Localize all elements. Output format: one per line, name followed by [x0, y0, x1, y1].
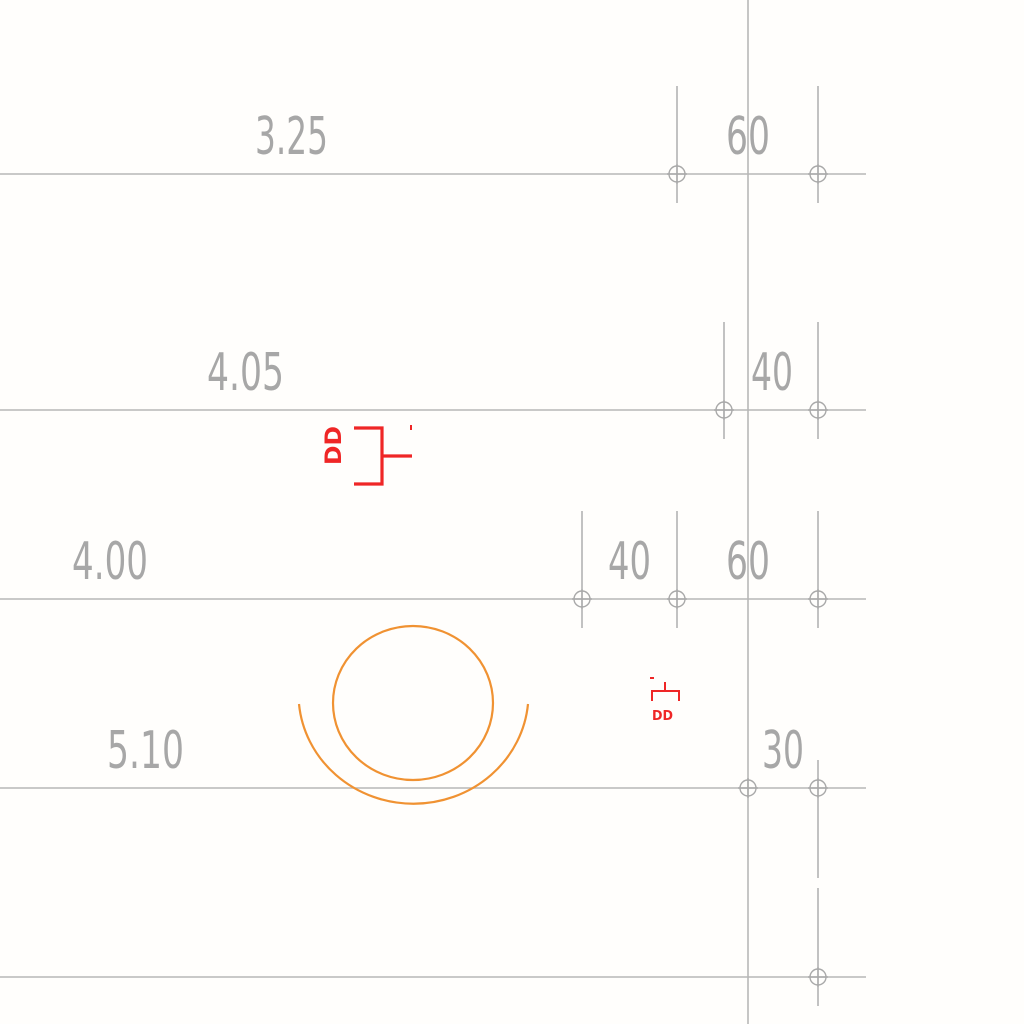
dimension-labels: 3.25 60 4.05 40 4.00 40 60 5.10 30	[72, 107, 804, 781]
dimension-label-5-10: 5.10	[107, 721, 184, 781]
upper-red-symbol: DD	[322, 425, 412, 486]
outer-orange-arc	[297, 703, 530, 805]
orange-circle-symbol	[297, 624, 530, 805]
upper-red-dd-symbol: DD	[322, 426, 347, 465]
node-marker-row4-left	[738, 778, 758, 798]
node-marker-row3-mid	[667, 589, 687, 609]
dimension-label-30: 30	[762, 721, 804, 781]
dimension-label-60-middle: 60	[726, 532, 770, 592]
dimension-label-40-middle: 40	[608, 532, 651, 592]
upper-red-bracket	[354, 426, 412, 486]
node-marker-row1-left	[667, 164, 687, 184]
lower-red-symbol: DD	[650, 677, 680, 724]
dimension-label-3-25: 3.25	[255, 107, 328, 167]
node-marker-row5-right	[808, 967, 828, 987]
dimension-label-4-05: 4.05	[207, 343, 284, 403]
inner-orange-circle	[331, 624, 495, 782]
node-marker-row4-right	[808, 778, 828, 798]
dimension-label-60-top: 60	[726, 107, 770, 167]
node-marker-row1-right	[808, 164, 828, 184]
lower-red-label: DD	[652, 709, 673, 724]
node-marker-row3-left	[572, 589, 592, 609]
dimension-label-40-right: 40	[751, 343, 793, 403]
node-marker-row2-right	[808, 400, 828, 420]
upper-red-label: DD	[322, 426, 347, 465]
node-marker-row2-left	[714, 400, 734, 420]
lower-red-bracket	[651, 682, 680, 701]
dimension-node-markers	[572, 164, 828, 987]
node-marker-row3-right	[808, 589, 828, 609]
vertical-reference-lines	[581, 0, 819, 1024]
dimension-label-4-00: 4.00	[72, 532, 148, 592]
